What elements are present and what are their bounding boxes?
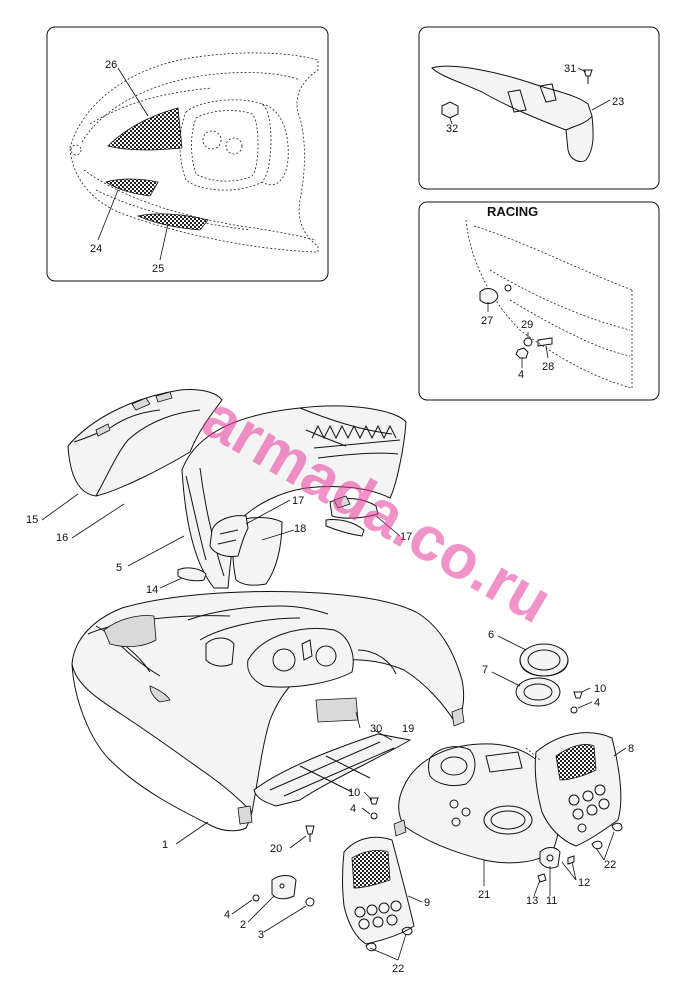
callout-29: 29	[521, 319, 533, 331]
callout-4a: 4	[350, 803, 356, 815]
liner-5-shape	[181, 405, 407, 589]
callout-21: 21	[478, 889, 490, 901]
callout-24: 24	[90, 243, 102, 255]
inset-panel-racing: RACING	[418, 201, 660, 401]
callout-28: 28	[542, 361, 554, 373]
clip-14-shape	[177, 567, 207, 582]
main-exploded-view	[41, 389, 627, 961]
decal-24-shape	[105, 178, 159, 197]
inset-panel-decals	[46, 26, 329, 282]
callout-19: 19	[402, 723, 414, 735]
callout-6: 6	[488, 629, 494, 641]
gasket-7-shape	[515, 677, 561, 707]
callout-3: 3	[258, 929, 264, 941]
callout-9: 9	[424, 897, 430, 909]
callout-22a: 22	[604, 859, 616, 871]
deck-1-shape	[71, 591, 465, 814]
decal-25-shape	[136, 213, 209, 231]
callout-4b: 4	[594, 697, 600, 709]
ring-6-shape	[519, 643, 569, 677]
callout-27: 27	[481, 315, 493, 327]
nut-32-shape	[441, 101, 459, 119]
callout-15: 15	[26, 514, 38, 526]
inset-panel-cover	[418, 26, 660, 190]
callout-25: 25	[152, 263, 164, 275]
callout-13: 13	[526, 895, 538, 907]
callout-32: 32	[446, 123, 458, 135]
pad-30-shape	[315, 697, 359, 723]
callout-labels: 26 24 25 31 23 32 27 29 4 28 15 16 5 14 …	[26, 59, 634, 975]
callout-7: 7	[482, 664, 488, 676]
callout-1: 1	[162, 839, 168, 851]
front-cover-15-shape	[67, 389, 223, 497]
callout-8: 8	[628, 743, 634, 755]
callout-17b: 17	[400, 531, 412, 543]
callout-5: 5	[116, 562, 122, 574]
callout-31: 31	[564, 63, 576, 75]
callout-2: 2	[240, 919, 246, 931]
callout-18: 18	[294, 523, 306, 535]
callout-22b: 22	[392, 963, 404, 975]
callout-12: 12	[578, 877, 590, 889]
cover-23-shape	[431, 65, 594, 163]
bracket-17-shape	[209, 515, 249, 557]
callout-20: 20	[270, 843, 282, 855]
callout-16: 16	[56, 532, 68, 544]
clip-27-shape	[479, 288, 499, 304]
callout-10b: 10	[594, 683, 606, 695]
tray-19-shape	[253, 733, 412, 807]
callout-17a: 17	[292, 495, 304, 507]
callout-30: 30	[370, 723, 382, 735]
callout-23: 23	[612, 96, 624, 108]
callout-4c: 4	[224, 909, 230, 921]
strip-18-shape	[325, 519, 365, 537]
washer-29-shape	[523, 337, 533, 347]
callout-10a: 10	[348, 787, 360, 799]
switch-11-shape	[539, 847, 561, 869]
decal-26-shape	[107, 107, 183, 151]
callout-11: 11	[546, 895, 557, 907]
callout-14: 14	[146, 584, 158, 596]
callout-4-racing: 4	[518, 369, 524, 381]
callout-26: 26	[105, 59, 117, 71]
racing-title: RACING	[487, 204, 538, 219]
